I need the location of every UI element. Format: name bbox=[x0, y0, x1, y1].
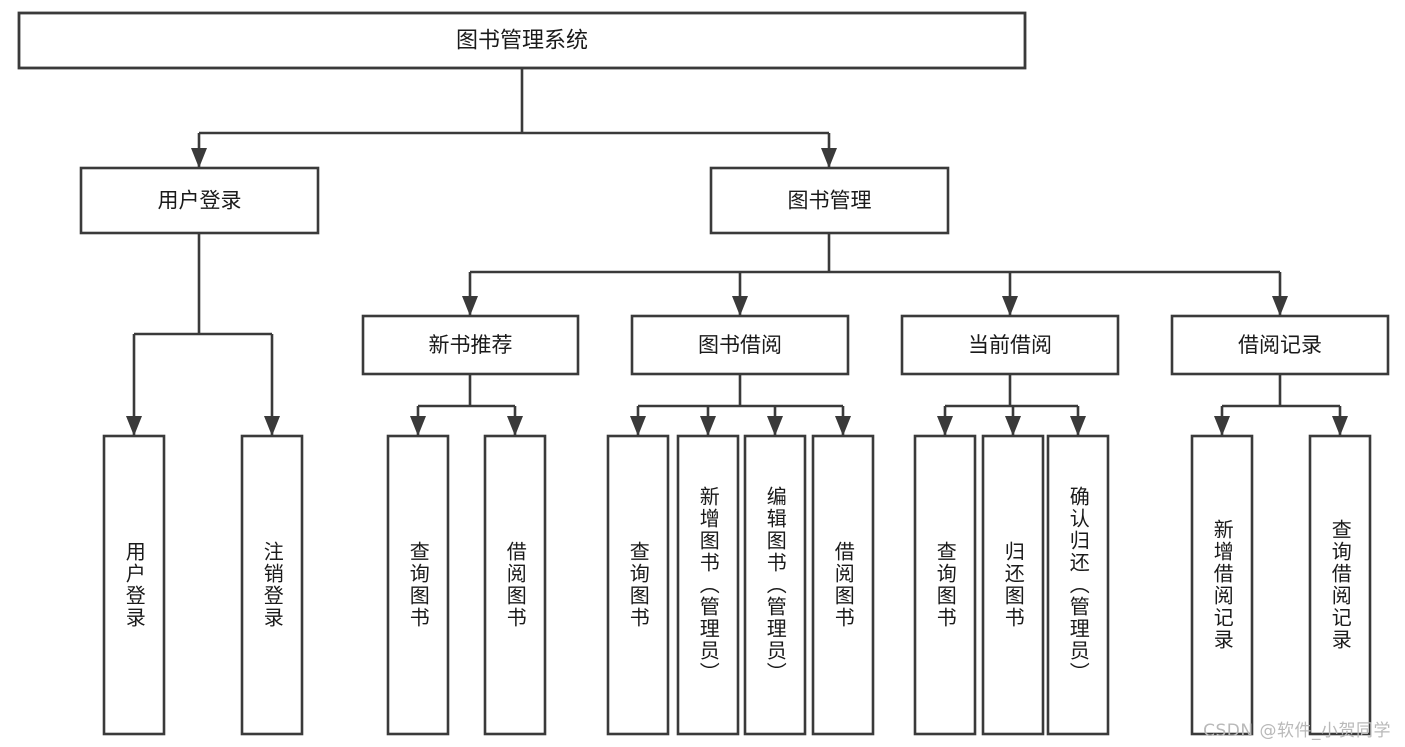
node-box-level2-0[interactable] bbox=[79, 166, 320, 235]
arrow-head-icon bbox=[630, 416, 646, 436]
node-box-leaf-0[interactable] bbox=[102, 434, 166, 736]
node-box-leaf-12[interactable] bbox=[1308, 434, 1372, 736]
node-box-leaf-4[interactable] bbox=[606, 434, 670, 736]
node-box-leaf-6[interactable] bbox=[743, 434, 807, 736]
node-box-level3-0[interactable] bbox=[361, 314, 580, 376]
node-box-root[interactable] bbox=[17, 11, 1027, 70]
node-label-level2-1: 图书管理 bbox=[788, 189, 872, 213]
arrow-head-icon bbox=[410, 416, 426, 436]
arrow-head-icon bbox=[1214, 416, 1230, 436]
node-label-level3-0: 新书推荐 bbox=[429, 333, 513, 357]
node-box-level3-1[interactable] bbox=[630, 314, 850, 376]
node-label-root: 图书管理系统 bbox=[456, 29, 588, 54]
node-box-leaf-2[interactable] bbox=[386, 434, 450, 736]
arrow-head-icon bbox=[767, 416, 783, 436]
arrow-head-icon bbox=[700, 416, 716, 436]
arrow-head-icon bbox=[937, 416, 953, 436]
arrow-head-icon bbox=[1272, 296, 1288, 316]
arrow-head-icon bbox=[264, 416, 280, 436]
node-box-leaf-7[interactable] bbox=[811, 434, 875, 736]
node-label-level2-0: 用户登录 bbox=[158, 189, 242, 213]
node-box-leaf-11[interactable] bbox=[1190, 434, 1254, 736]
arrow-head-icon bbox=[126, 416, 142, 436]
node-box-level2-1[interactable] bbox=[709, 166, 950, 235]
node-box-leaf-3[interactable] bbox=[483, 434, 547, 736]
node-box-leaf-1[interactable] bbox=[240, 434, 304, 736]
node-box-leaf-9[interactable] bbox=[981, 434, 1045, 736]
arrow-head-icon bbox=[1005, 416, 1021, 436]
arrow-head-icon bbox=[191, 148, 207, 168]
arrow-head-icon bbox=[1002, 296, 1018, 316]
node-box-level3-3[interactable] bbox=[1170, 314, 1390, 376]
arrow-head-icon bbox=[835, 416, 851, 436]
arrow-head-icon bbox=[462, 296, 478, 316]
arrow-head-icon bbox=[1332, 416, 1348, 436]
connector-layer bbox=[126, 68, 1348, 436]
node-label-level3-2: 当前借阅 bbox=[968, 333, 1052, 357]
node-box-level3-2[interactable] bbox=[900, 314, 1120, 376]
arrow-head-icon bbox=[507, 416, 523, 436]
arrow-head-icon bbox=[821, 148, 837, 168]
node-box-leaf-10[interactable] bbox=[1046, 434, 1110, 736]
node-box-leaf-8[interactable] bbox=[913, 434, 977, 736]
node-label-level3-3: 借阅记录 bbox=[1238, 333, 1322, 357]
arrow-head-icon bbox=[732, 296, 748, 316]
arrow-head-icon bbox=[1070, 416, 1086, 436]
watermark-label: CSDN @软件_小贺同学 bbox=[1203, 721, 1391, 741]
node-box-leaf-5[interactable] bbox=[676, 434, 740, 736]
node-label-level3-1: 图书借阅 bbox=[698, 333, 782, 357]
